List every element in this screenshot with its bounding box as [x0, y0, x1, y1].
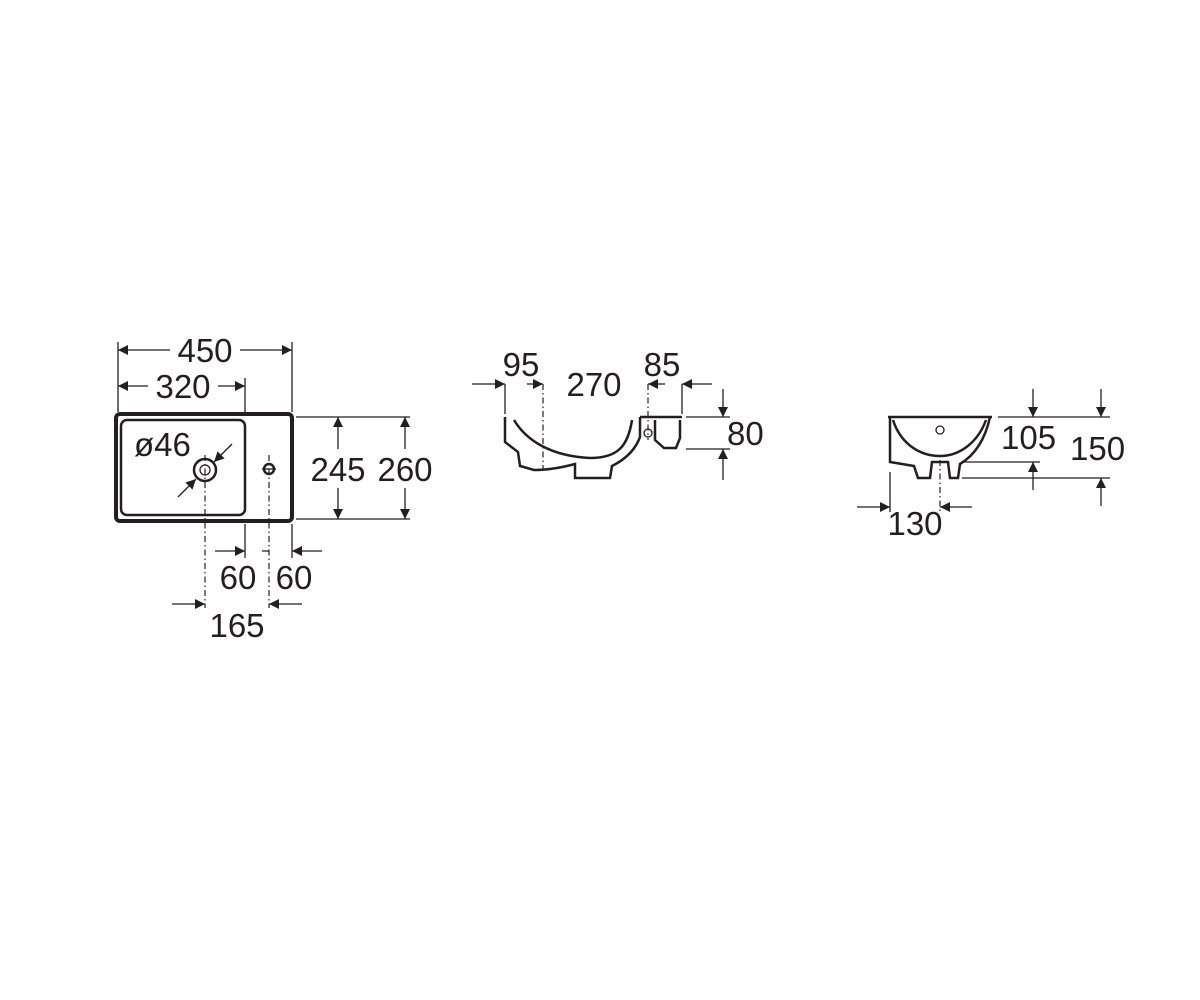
- dim-basin-width: 320: [155, 368, 210, 405]
- dim-front-height: 80: [727, 415, 764, 452]
- dim-waste-offset: 130: [887, 505, 942, 542]
- dim-basin-to-tap: 60: [220, 559, 257, 596]
- side-view: 105 150 130: [857, 389, 1125, 542]
- side-basin-profile: [888, 416, 992, 480]
- top-view: 450 320 ø46 245 260 60 60 165: [114, 332, 433, 644]
- dim-bowl-width: 270: [566, 366, 621, 403]
- dim-outlet-diameter: ø46: [134, 426, 191, 463]
- dim-right-offset: 85: [644, 346, 681, 383]
- dim-outlet-to-tap: 165: [209, 607, 264, 644]
- dim-overall-depth: 260: [377, 451, 432, 488]
- front-view: 95 270 85 80: [472, 346, 764, 480]
- dim-tap-to-edge: 60: [276, 559, 313, 596]
- dim-bowl-height: 105: [1001, 419, 1056, 456]
- dim-inner-depth: 245: [310, 451, 365, 488]
- dim-overall-height: 150: [1070, 430, 1125, 467]
- bowl-outline: [119, 418, 247, 517]
- front-basin-profile: [503, 417, 642, 480]
- basin-outline: [114, 412, 294, 523]
- dim-left-offset: 95: [503, 346, 540, 383]
- dim-overall-width: 450: [177, 332, 232, 369]
